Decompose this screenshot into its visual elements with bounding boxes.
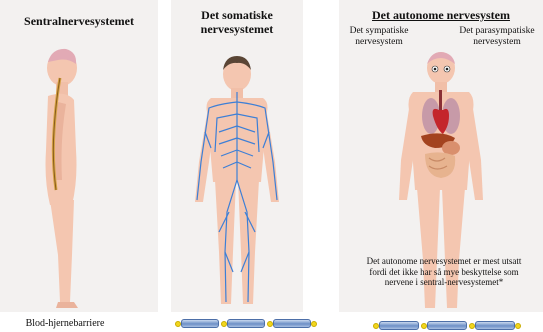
side-view-body-figure [22,40,92,312]
parasympathetic-label: Det parasympatiske nervesystem [455,26,539,48]
autonomic-title: Det autonome nervesystem [339,8,543,22]
cns-panel: Sentralnervesystemet Blod-hjernebarriere [0,0,158,312]
somatic-barrier-strip [175,319,317,328]
somatic-title: Det somatiske nervesystemet [171,8,303,36]
cns-caption: Blod-hjernebarriere [0,318,130,329]
autonomic-panel: Det autonome nervesystem Det sympatiske … [339,0,543,312]
vulnerability-note: Det autonome nervesystemet er mest utsat… [359,256,529,288]
front-view-nerve-figure [189,52,285,312]
somatic-panel: Det somatiske nervesystemet [171,0,303,312]
autonomic-barrier-strip [373,321,521,330]
cns-title: Sentralnervesystemet [0,14,158,28]
sympathetic-label: Det sympatiske nervesystem [343,26,415,48]
